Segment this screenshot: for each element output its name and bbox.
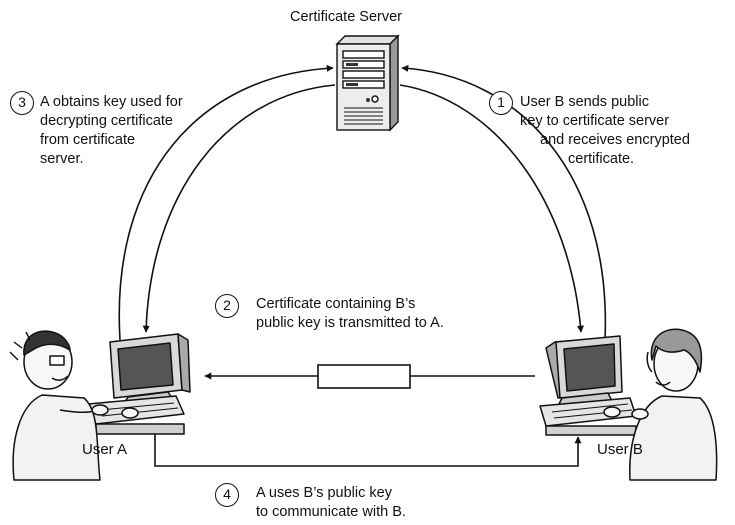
- step-3-arrows: [118, 64, 336, 341]
- step-3-line-3: from certificate: [40, 132, 136, 148]
- certificate-envelope-icon: [317, 364, 411, 389]
- server-tower-icon: [335, 34, 400, 132]
- step-2-number: 2: [215, 294, 239, 318]
- step-1-line-1: User B sends public: [520, 94, 649, 110]
- arc-b-outer-arrow: [401, 64, 607, 341]
- step-3-line-4: server.: [40, 151, 84, 167]
- user-b-icon: [539, 328, 718, 481]
- user-b-label: User B: [597, 441, 643, 458]
- step-1-line-2: key to certificate server: [520, 113, 670, 129]
- step-1-line-3: and receives encrypted: [540, 132, 690, 148]
- user-a-icon: [9, 330, 191, 481]
- step-2-transfer: [204, 364, 535, 389]
- step-3-number: 3: [10, 91, 34, 115]
- step-2-line-2: public key is transmitted to A.: [256, 315, 444, 331]
- step-4-line-2: to communicate with B.: [256, 504, 406, 520]
- step-3-line-2: decrypting certificate: [40, 113, 173, 129]
- step-1-number: 1: [489, 91, 513, 115]
- step-4-line-1: A uses B’s public key: [256, 485, 392, 501]
- arc-b-inner-arrow: [399, 84, 584, 333]
- server-title: Certificate Server: [290, 9, 403, 25]
- arc-a-inner-arrow: [142, 84, 336, 333]
- step-1-line-4: certificate.: [568, 151, 635, 167]
- step-1-arrows: [399, 64, 607, 341]
- step-3-line-1: A obtains key used for: [40, 94, 183, 110]
- step-4-number: 4: [215, 483, 239, 507]
- step-4-arrow: [154, 425, 582, 467]
- user-a-label: User A: [82, 441, 128, 458]
- step-2-line-1: Certificate containing B’s: [256, 296, 416, 312]
- arc-a-outer-arrow: [118, 64, 334, 341]
